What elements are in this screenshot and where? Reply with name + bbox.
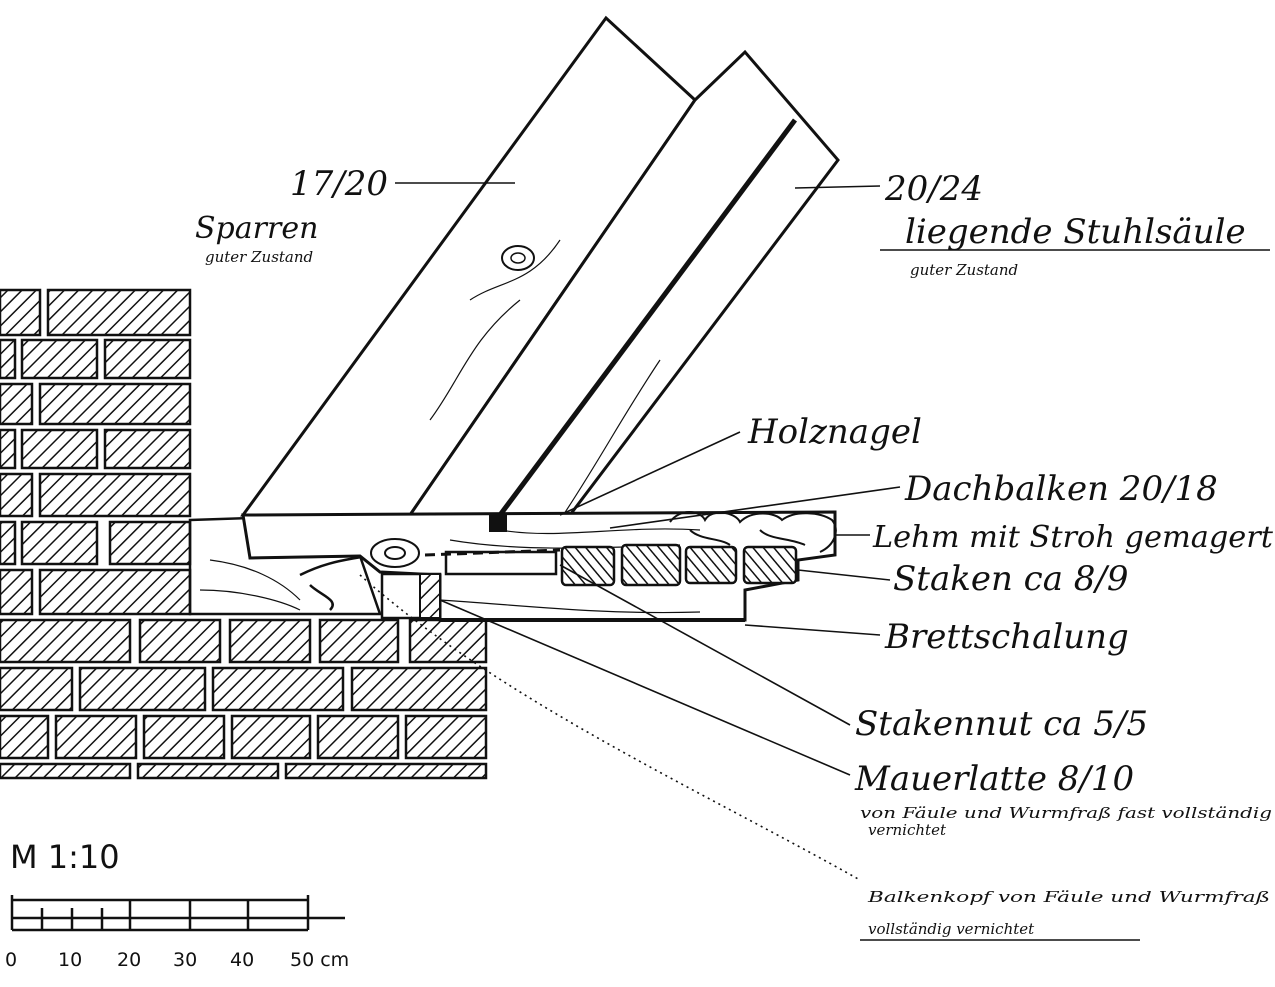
wood-peg bbox=[489, 514, 507, 532]
tie-beam-label: Dachbalken 20/18 bbox=[904, 469, 1218, 509]
wood-nail-label: Holznagel bbox=[747, 412, 922, 452]
post-condition: guter Zustand bbox=[910, 261, 1018, 279]
stud-groove-label: Stakennut ca 5/5 bbox=[855, 704, 1148, 744]
scale-tick-10: 10 bbox=[58, 949, 82, 971]
clay-infill bbox=[669, 511, 837, 553]
beam-head-note-2: vollständig vernichtet bbox=[868, 920, 1035, 938]
post-dimension: 20/24 bbox=[884, 169, 983, 209]
scale-tick-20: 20 bbox=[117, 949, 141, 971]
clay-label: Lehm mit Stroh gemagert bbox=[872, 520, 1274, 555]
rafter-dimension: 17/20 bbox=[290, 164, 388, 204]
studs-label: Staken ca 8/9 bbox=[893, 559, 1129, 599]
post-name: liegende Stuhlsäule bbox=[905, 212, 1246, 252]
scale-tick-40: 40 bbox=[230, 949, 254, 971]
wall-plate-label: Mauerlatte 8/10 bbox=[854, 759, 1134, 799]
scale-tick-0: 0 bbox=[5, 949, 17, 971]
brick-wall-lower bbox=[0, 618, 488, 780]
stud-groove bbox=[444, 550, 558, 576]
beam-head-note-1: Balkenkopf von Fäule und Wurmfraß bbox=[867, 888, 1270, 906]
studs bbox=[560, 543, 798, 587]
leader-lines bbox=[359, 182, 1270, 941]
brick-wall-upper bbox=[0, 288, 192, 616]
scale-tick-30: 30 bbox=[173, 949, 197, 971]
wall-plate-note-2: vernichtet bbox=[868, 821, 947, 839]
scale-bar: M 1:10 0 10 20 30 40 50 cm bbox=[5, 838, 349, 971]
wall-plate-shaded bbox=[419, 573, 441, 619]
scale-tick-50: 50 cm bbox=[290, 949, 349, 971]
rafter-condition: guter Zustand bbox=[205, 248, 313, 266]
boarding-label: Brettschalung bbox=[884, 617, 1129, 657]
scale-title: M 1:10 bbox=[10, 838, 120, 876]
rafter-name: Sparren bbox=[195, 211, 318, 246]
wall-plate-note-1: von Fäule und Wurmfraß fast vollständig bbox=[860, 804, 1272, 822]
